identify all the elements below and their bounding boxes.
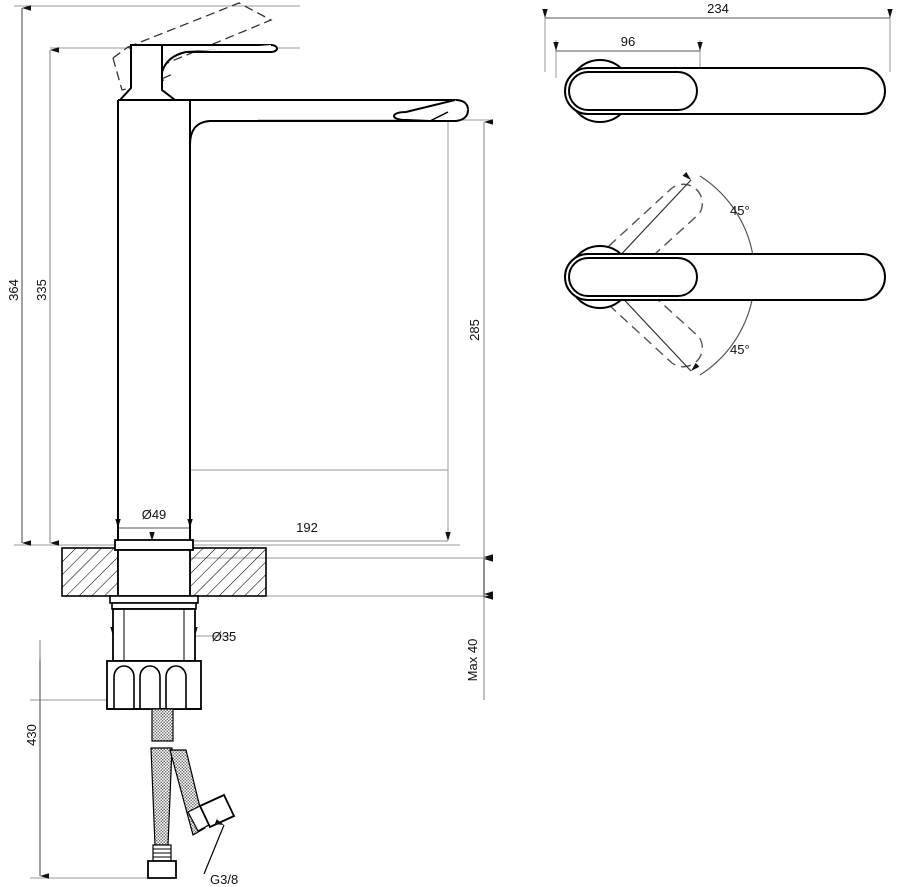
spout-outlet bbox=[392, 99, 469, 122]
label-counter-thickness: Max 40 bbox=[465, 639, 480, 682]
callout-hose-thread: G3/8 bbox=[203, 819, 238, 887]
hose-hex-nut-lower bbox=[147, 860, 177, 879]
label-total-height: 364 bbox=[6, 279, 21, 301]
base-flange bbox=[114, 539, 194, 597]
hose-ferrule-lower bbox=[152, 844, 172, 862]
dimension-spout-reach: 192 bbox=[149, 520, 451, 542]
mounting-shank bbox=[112, 608, 196, 662]
top-view: 234 96 bbox=[542, 1, 893, 124]
undercounter-washer-stack bbox=[109, 595, 199, 610]
dimension-spout-top-height: 335 bbox=[34, 47, 59, 546]
label-swivel-angle-upper: 45° bbox=[730, 203, 750, 218]
dimension-outlet-height: 285 bbox=[467, 119, 493, 597]
swivel-lever bbox=[568, 257, 698, 297]
dimension-top-overall: 234 bbox=[542, 1, 893, 19]
front-elevation-view: 364 335 285 Max 40 430 Ø49 bbox=[6, 2, 493, 887]
label-body-diameter: Ø49 bbox=[142, 507, 167, 522]
label-top-overall-length: 234 bbox=[707, 1, 729, 16]
label-swivel-angle-lower: 45° bbox=[730, 342, 750, 357]
label-spout-top-height: 335 bbox=[34, 279, 49, 301]
top-view-lever bbox=[568, 71, 698, 111]
fixing-nut-finned bbox=[106, 660, 202, 710]
label-hose-length: 430 bbox=[24, 724, 39, 746]
label-top-lever-offset: 96 bbox=[621, 34, 635, 49]
label-outlet-height: 285 bbox=[467, 319, 482, 341]
spout-arm bbox=[118, 99, 469, 146]
dimension-top-lever-offset: 96 bbox=[553, 34, 703, 52]
label-spout-reach: 192 bbox=[296, 520, 318, 535]
countertop-section bbox=[61, 547, 267, 597]
flexible-hoses bbox=[147, 708, 236, 879]
dimension-counter-thickness: Max 40 bbox=[465, 554, 493, 700]
dimension-body-diameter: Ø49 bbox=[115, 507, 193, 529]
label-hose-thread: G3/8 bbox=[210, 872, 238, 887]
dimension-total-height: 364 bbox=[6, 5, 31, 546]
label-shank-diameter: Ø35 bbox=[212, 629, 237, 644]
swivel-range-view: 45° 45° bbox=[564, 171, 886, 376]
hose-hex-nut-angled bbox=[198, 793, 236, 829]
dimension-hose-length: 430 bbox=[24, 640, 49, 879]
